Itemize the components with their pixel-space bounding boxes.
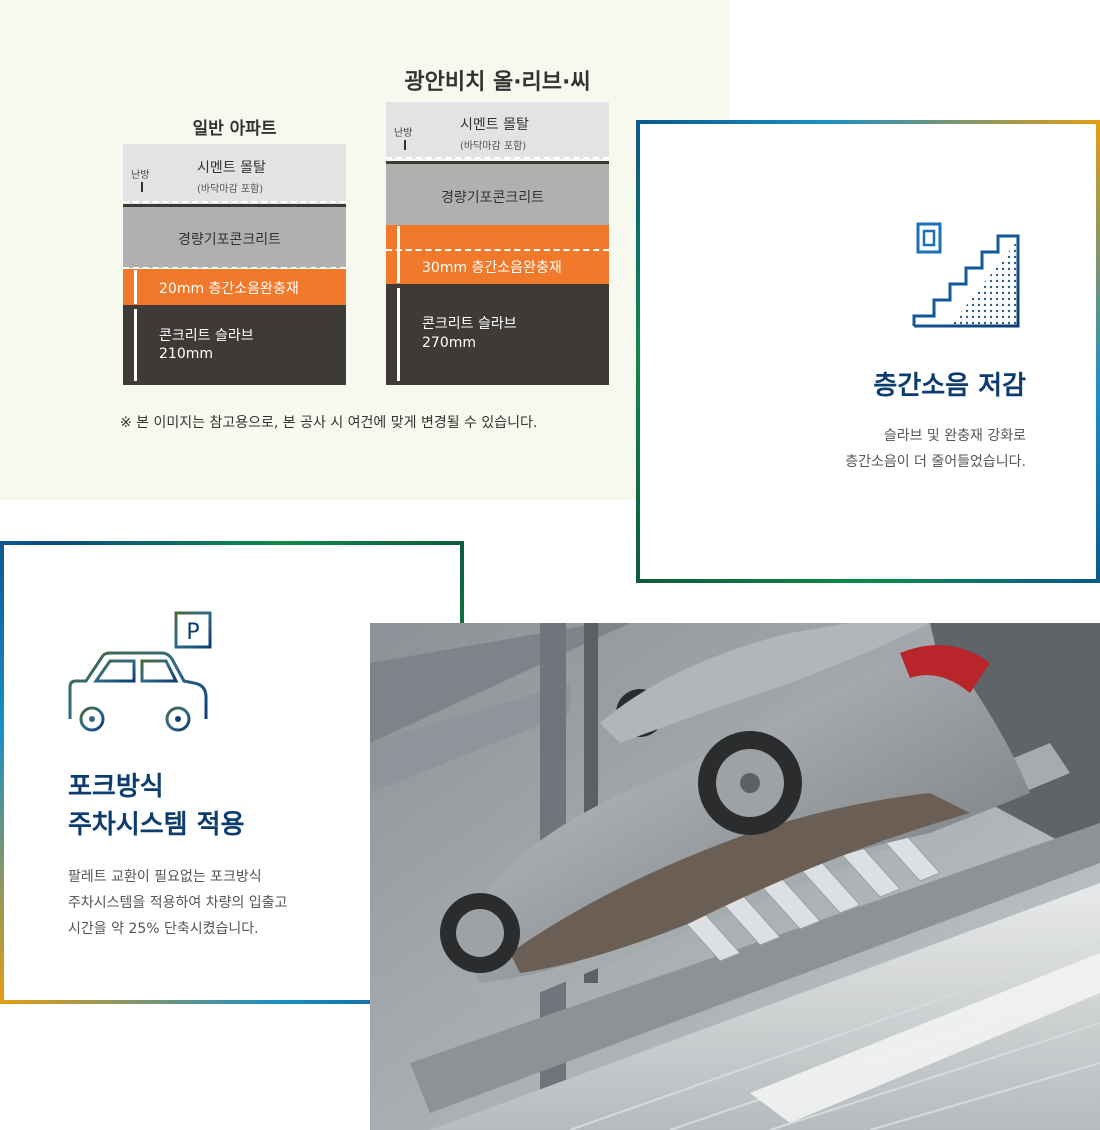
heating-label: 난방 [131,170,150,181]
heating-marker [404,140,406,150]
buffer-layer: 20mm 층간소음완충재 [123,269,346,305]
noise-reduction-card: 층간소음 저감 슬라브 및 완충재 강화로 층간소음이 더 줄어들었습니다. [636,120,1100,583]
buffer-thickness-bar [134,270,137,304]
disclaimer-note: ※ 본 이미지는 참고용으로, 본 공사 시 여건에 맞게 변경될 수 있습니다… [120,415,538,431]
parking-card-desc-line1: 팔레트 교환이 필요없는 포크방식 [68,869,262,885]
buffer-thickness-bar [397,226,400,283]
slab-layer: 콘크리트 슬라브 210mm [123,305,346,385]
buffer-label: 30mm 층간소음완충재 [422,260,562,276]
buffer-layer: 30mm 층간소음완충재 [386,225,609,284]
slab-size: 210mm [159,346,213,362]
heating-marker [141,182,143,192]
lightweight-concrete-layer: 경량기포콘크리트 [386,164,609,225]
floor-structure-panel: 일반 아파트 광안비치 올·리브·씨 난방 시멘트 몰탈 (바닥마감 포함) 경… [0,0,730,500]
cement-sub-label: (바닥마감 포함) [197,184,264,195]
lightweight-concrete-layer: 경량기포콘크리트 [123,207,346,268]
heating-label: 난방 [394,128,413,139]
divider-line [386,161,609,164]
dash-line [123,267,346,269]
stairs-noise-icon [912,222,1020,328]
buffer-label: 20mm 층간소음완충재 [159,281,299,297]
cement-label: 시멘트 몰탈 [197,160,266,176]
parking-card-title-line2: 주차시스템 적용 [68,810,245,840]
right-diagram-title: 광안비치 올·리브·씨 [404,70,591,95]
slab-layer: 콘크리트 슬라브 270mm [386,284,609,385]
fork-parking-photo [370,623,1100,1130]
cement-sub-label: (바닥마감 포함) [460,141,527,152]
cement-mortar-layer: 난방 시멘트 몰탈 (바닥마감 포함) [123,144,346,204]
parking-photo-illustration [370,623,1100,1130]
slab-thickness-bar [397,288,400,381]
lightweight-label: 경량기포콘크리트 [441,190,545,206]
slab-label: 콘크리트 슬라브 [159,328,254,344]
olivsea-layers: 난방 시멘트 몰탈 (바닥마감 포함) 경량기포콘크리트 30mm 층간소음완충… [386,102,609,385]
dash-line [386,249,609,251]
slab-label: 콘크리트 슬라브 [422,316,517,332]
left-diagram-title: 일반 아파트 [192,119,277,139]
noise-card-desc-line2: 층간소음이 더 줄어들었습니다. [845,454,1026,470]
parking-sign-letter: P [186,620,199,645]
cement-label: 시멘트 몰탈 [460,117,529,133]
parking-card-title-line1: 포크방식 [68,772,164,802]
dash-line [123,201,346,203]
noise-card-desc-line1: 슬라브 및 완충재 강화로 [883,428,1026,444]
cement-mortar-layer: 난방 시멘트 몰탈 (바닥마감 포함) [386,102,609,159]
divider-line [123,204,346,207]
slab-size: 270mm [422,335,476,351]
dash-line [386,157,609,159]
slab-thickness-bar [134,309,137,381]
noise-card-title: 층간소음 저감 [873,371,1026,401]
car-parking-icon: P [68,611,212,732]
lightweight-label: 경량기포콘크리트 [178,232,282,248]
parking-card-desc-line2: 주차시스템을 적용하여 차량의 입출고 [68,895,288,911]
parking-card-desc-line3: 시간을 약 25% 단축시켰습니다. [68,921,259,937]
general-apartment-layers: 난방 시멘트 몰탈 (바닥마감 포함) 경량기포콘크리트 20mm 층간소음완충… [123,144,346,385]
